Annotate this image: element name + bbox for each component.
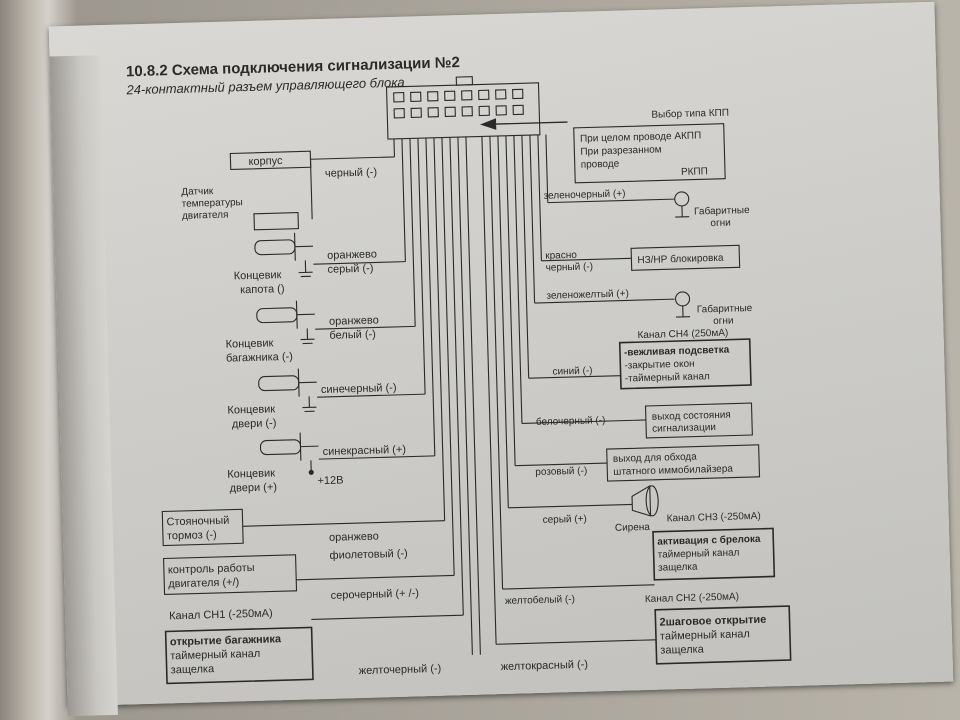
parking-brake-box bbox=[161, 508, 244, 547]
ch3-box-text: защелка bbox=[658, 562, 698, 574]
wire-label: оранжево bbox=[329, 530, 379, 543]
parking-lights-label: огни bbox=[710, 218, 731, 230]
gearbox-text: проводе bbox=[581, 159, 620, 171]
parking-lights-label: огни bbox=[713, 315, 734, 327]
status-box-text: выход состояния bbox=[652, 410, 731, 423]
wire-label: белый (-) bbox=[329, 328, 376, 341]
ch1-box-text: открытие багажника bbox=[170, 633, 282, 648]
trunk-switch-icon bbox=[256, 300, 315, 345]
siren-icon bbox=[631, 484, 659, 517]
ch1-box-text: защелка bbox=[171, 663, 216, 676]
page-title: 10.8.2 Схема подключения сигнализации №2 bbox=[126, 54, 460, 80]
immo-box bbox=[606, 444, 761, 482]
manual-page: 10.8.2 Схема подключения сигнализации №2… bbox=[48, 1, 954, 717]
parking-brake-label: тормоз (-) bbox=[167, 529, 217, 542]
parking-lights-label: Габаритные bbox=[694, 204, 750, 218]
ch1-label: Канал СН1 (-250мА) bbox=[169, 607, 273, 622]
parking-brake-label: Стояночный bbox=[166, 515, 229, 529]
wire-label: серочерный (+ /-) bbox=[331, 587, 420, 601]
gearbox-box bbox=[573, 123, 726, 184]
immo-box-text: штатного иммобилайзера bbox=[613, 463, 733, 478]
ch4-box-text: -закрытие окон bbox=[624, 359, 695, 372]
ch1-box bbox=[164, 626, 314, 685]
trunk-label: Концевик bbox=[225, 337, 273, 350]
wire-label: зеленожелтый (+) bbox=[546, 288, 629, 301]
engine-control-label: контроль работы bbox=[168, 562, 255, 576]
wire-label: желтокрасный (-) bbox=[501, 659, 589, 673]
korpus-label: корпус bbox=[248, 155, 283, 168]
ch2-box-text: таймерный канал bbox=[660, 628, 750, 643]
ch4-box-text: -таймерный канал bbox=[625, 371, 711, 384]
ch2-box bbox=[654, 605, 792, 665]
wire-label: фиолетовый (-) bbox=[329, 548, 408, 562]
wire-label: оранжево bbox=[329, 314, 379, 327]
wiring-diagram: 10.8.2 Схема подключения сигнализации №2… bbox=[125, 54, 792, 685]
nz-nr-box bbox=[630, 244, 741, 271]
gearbox-text: При целом проводе АКПП bbox=[580, 130, 702, 144]
nz-nr-text: НЗ/НР блокировка bbox=[637, 252, 724, 266]
korpus-box bbox=[229, 150, 312, 171]
wire-label: желточерный (-) bbox=[359, 663, 442, 677]
engine-control-box bbox=[163, 554, 298, 596]
door-pos-label: двери (+) bbox=[229, 481, 277, 494]
immo-box-text: выход для обхода bbox=[613, 451, 698, 465]
temp-sensor-label: температуры bbox=[182, 197, 243, 210]
parking-lights-label: Габаритные bbox=[697, 302, 753, 316]
wire-label: серый (-) bbox=[327, 263, 373, 276]
door-neg-label: Концевик bbox=[227, 403, 275, 416]
door-pos-label: Концевик bbox=[227, 467, 275, 480]
temp-sensor-label: двигателя bbox=[182, 210, 229, 222]
wire-label: черный (-) bbox=[545, 261, 593, 273]
wire-label: синечерный (-) bbox=[321, 382, 397, 396]
hood-label: Концевик bbox=[234, 269, 282, 282]
gearbox-text: РКПП bbox=[681, 166, 708, 178]
trunk-label: багажника (-) bbox=[226, 351, 293, 365]
engine-control-label: двигателя (+/) bbox=[168, 576, 239, 590]
door-neg-switch-icon bbox=[258, 368, 317, 413]
temp-sensor-body bbox=[253, 212, 299, 231]
ch3-box-text: таймерный канал bbox=[658, 547, 740, 560]
wire-label: зеленочерный (+) bbox=[543, 188, 625, 201]
ch2-box-text: 2шаговое открытие bbox=[659, 614, 766, 629]
ch2-label: Канал СН2 (-250мА) bbox=[645, 591, 739, 605]
ch4-label: Канал СН4 (250мА) bbox=[637, 328, 728, 342]
hood-switch-icon bbox=[254, 232, 313, 278]
status-box-text: сигнализации bbox=[652, 422, 716, 435]
wire-label: синий (-) bbox=[552, 365, 592, 377]
ch3-box bbox=[652, 527, 776, 581]
wire-label: синекрасный (+) bbox=[322, 444, 406, 458]
gearbox-title: Выбор типа КПП bbox=[651, 107, 729, 121]
wire-label: белочерный (-) bbox=[536, 414, 606, 428]
temp-sensor-label: Датчик bbox=[181, 186, 214, 198]
wire-label: оранжево bbox=[327, 248, 377, 261]
wire-label: черный (-) bbox=[325, 166, 377, 179]
door-pos-switch-icon bbox=[259, 432, 319, 475]
plus12-label: +12В bbox=[317, 474, 343, 487]
ch2-box-text: защелка bbox=[660, 643, 705, 656]
ch4-box bbox=[618, 338, 752, 390]
gearbox-text: При разрезанном bbox=[580, 144, 662, 157]
bulb-icon bbox=[673, 191, 690, 218]
connector-pins bbox=[393, 88, 524, 119]
wire-label: серый (+) bbox=[543, 514, 587, 526]
wire-label: розовый (-) bbox=[535, 466, 587, 478]
door-neg-label: двери (-) bbox=[232, 417, 277, 430]
hood-label: капота () bbox=[240, 283, 285, 296]
wire-label: красно bbox=[545, 250, 577, 262]
ch3-label: Канал СН3 (-250мА) bbox=[667, 511, 761, 525]
ch3-box-text: активация с брелока bbox=[657, 533, 761, 548]
bulb-icon bbox=[674, 291, 691, 318]
ch4-box-text: -вежливая подсветка bbox=[624, 345, 730, 359]
status-box bbox=[644, 402, 753, 439]
siren-label: Сирена bbox=[615, 522, 651, 534]
ch1-box-text: таймерный канал bbox=[170, 648, 260, 663]
wire-label: желтобелый (-) bbox=[505, 593, 575, 607]
